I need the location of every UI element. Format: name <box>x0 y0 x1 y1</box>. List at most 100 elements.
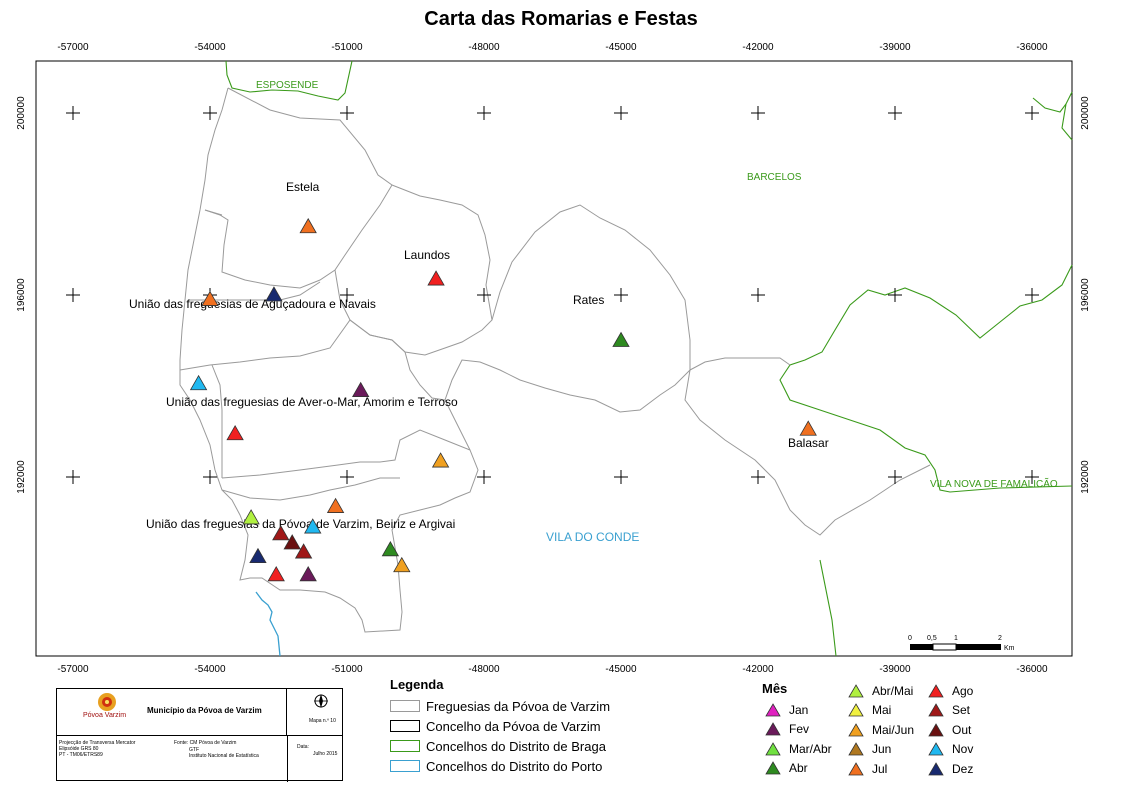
legend-title: Legenda <box>390 677 444 692</box>
y-tick-label: 200000 <box>1080 96 1091 130</box>
map-title: Carta das Romarias e Festas <box>424 8 698 30</box>
event-marker <box>299 217 317 234</box>
parish-laundos <box>334 184 493 356</box>
grid-cross <box>66 106 80 120</box>
grid-cross <box>1025 470 1039 484</box>
month-legend-title: Mês <box>762 681 788 696</box>
label-agucadoura: União das freguesias de Aguçadoura e Nav… <box>129 297 376 311</box>
x-tick-label: -48000 <box>468 664 500 675</box>
triangle-icon <box>928 742 944 756</box>
scale-label-0: 0 <box>908 635 912 642</box>
event-marker <box>249 547 267 564</box>
projection-line-2: Elipsóide GRS 80 <box>59 746 99 752</box>
map-frame <box>35 60 1073 657</box>
legend-item: Concelho da Póvoa de Varzim <box>390 716 610 736</box>
source-line-1: GTF <box>189 747 199 753</box>
grid-cross <box>614 288 628 302</box>
month-label: Mar/Abr <box>789 741 832 756</box>
month-legend-item: Ago <box>928 681 973 701</box>
month-legend-item: Abr <box>765 759 832 779</box>
month-label: Nov <box>952 742 974 757</box>
label-barcelos: BARCELOS <box>747 172 802 183</box>
grid-cross <box>888 470 902 484</box>
label-balasar: Balasar <box>788 436 829 450</box>
braga-boundary-north <box>225 60 353 101</box>
parish-estela <box>204 87 393 289</box>
scale-label-1: 1 <box>954 635 958 642</box>
label-povoa: União das freguesias da Póvoa de Varzim,… <box>146 517 455 531</box>
event-marker <box>612 331 630 347</box>
event-marker <box>189 374 208 391</box>
month-label: Dez <box>952 761 974 776</box>
event-markers <box>189 217 817 582</box>
x-tick-label: -39000 <box>879 42 911 53</box>
label-vila-nova-famalicao: VILA NOVA DE FAMALICÃO <box>930 477 1058 490</box>
month-legend-item: Out <box>928 720 973 740</box>
month-legend-item: Jul <box>848 759 914 779</box>
grid-cross <box>614 470 628 484</box>
x-tick-label: -54000 <box>194 42 226 53</box>
event-marker <box>304 518 322 534</box>
y-tick-label: 192000 <box>16 460 27 494</box>
source-line-2: Instituto Nacional de Estatística <box>189 753 259 759</box>
grid-cross <box>477 288 491 302</box>
triangle-icon <box>928 703 944 717</box>
triangle-icon <box>928 761 944 776</box>
month-label: Set <box>952 703 971 718</box>
month-label: Out <box>952 722 972 737</box>
month-legend-item: Abr/Mai <box>848 681 914 701</box>
event-marker <box>267 566 285 582</box>
x-tick-label: -45000 <box>605 42 637 53</box>
x-tick-labels-top: -57000 -54000 -51000 -48000 -45000 -42000 -390… <box>57 42 1048 53</box>
grid-cross <box>477 470 491 484</box>
grid-cross <box>340 470 354 484</box>
concelho-outline <box>179 87 479 633</box>
grid-crosses <box>66 106 1039 484</box>
logo-text: Póvoa Varzim <box>83 712 127 719</box>
x-tick-label: -48000 <box>468 42 500 53</box>
grid-cross <box>340 288 354 302</box>
month-legend-item: Mar/Abr <box>765 739 832 759</box>
triangle-icon <box>848 722 864 737</box>
x-tick-label: -51000 <box>331 42 363 53</box>
x-tick-label: -42000 <box>742 42 774 53</box>
legend-item: Concelhos do Distrito de Braga <box>390 736 610 756</box>
scale-label-05: 0,5 <box>927 635 937 642</box>
month-legend-item: Fev <box>765 720 832 740</box>
x-tick-label: -39000 <box>879 664 911 675</box>
month-legend-item: Jan <box>765 700 832 720</box>
legend-swatch <box>390 720 420 732</box>
month-legend-item: Nov <box>928 740 973 760</box>
month-label: Abr <box>789 761 808 776</box>
month-legend-item: Mai/Jun <box>848 720 914 740</box>
event-marker <box>352 381 370 397</box>
month-legend-item: Set <box>928 701 973 721</box>
x-tick-label: -42000 <box>742 664 774 675</box>
porto-boundary-south <box>819 559 837 657</box>
x-tick-label: -57000 <box>57 42 89 53</box>
month-legend-item: Dez <box>928 759 973 779</box>
grid-cross <box>1025 106 1039 120</box>
grid-cross <box>888 106 902 120</box>
month-label: Ago <box>952 683 974 698</box>
grid-cross <box>340 106 354 120</box>
braga-boundary-east <box>779 264 1073 493</box>
triangle-icon <box>928 683 944 698</box>
x-tick-labels-bottom: -57000-54000-51000-48000-45000-42000-390… <box>57 664 1048 675</box>
legend-item: Concelhos do Distrito do Porto <box>390 756 610 776</box>
month-label: Mai <box>872 703 892 718</box>
scale-label-2: 2 <box>998 635 1002 642</box>
braga-boundary-ne <box>1032 91 1073 141</box>
month-label: Jan <box>789 702 809 717</box>
parish-rates <box>444 204 691 451</box>
legend-item: Freguesias da Póvoa de Varzim <box>390 696 610 716</box>
event-marker <box>201 290 219 306</box>
projection-line-1: Projecção de Transversa Mercator <box>59 740 136 746</box>
legend-label: Concelhos do Distrito de Braga <box>426 738 606 754</box>
event-marker <box>393 556 411 573</box>
month-legend: Mês <box>762 681 787 698</box>
triangle-icon <box>848 742 864 756</box>
triangle-icon <box>848 761 864 776</box>
